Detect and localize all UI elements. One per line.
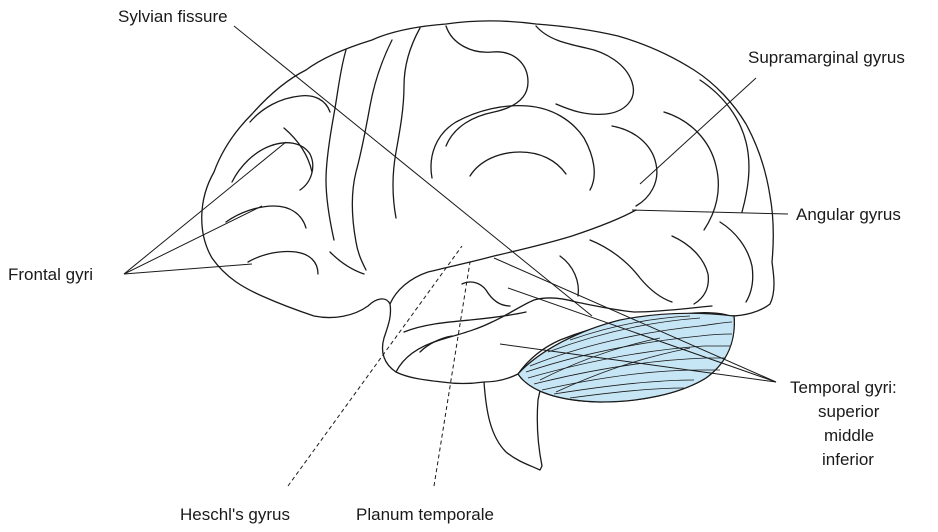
label-frontal-gyri: Frontal gyri [8,265,93,285]
label-temporal-middle: middle [824,426,874,446]
label-temporal-gyri: Temporal gyri: [790,378,897,398]
label-heschls-gyrus: Heschl's gyrus [180,505,290,525]
label-sylvian-fissure: Sylvian fissure [118,7,228,27]
label-temporal-inferior: inferior [822,450,874,470]
label-angular-gyrus: Angular gyrus [796,205,901,225]
label-temporal-superior: superior [818,402,879,422]
brain-stem-outline [484,380,542,470]
label-supramarginal-gyrus: Supramarginal gyrus [748,48,905,68]
label-planum-temporale: Planum temporale [356,505,494,525]
